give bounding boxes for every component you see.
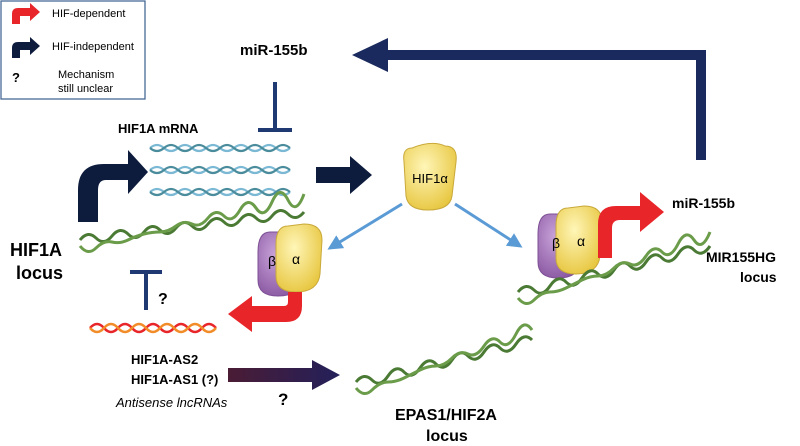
hif1a-mrna-label: HIF1A mRNA: [118, 121, 199, 136]
alpha-subunit-left: α: [292, 251, 300, 267]
hif1a-locus-dna: [78, 191, 306, 253]
feedback-arrow: [352, 38, 706, 160]
antisense-lncrnas-label: Antisense lncRNAs: [115, 395, 228, 410]
mir155hg-locus-dna: [516, 231, 712, 305]
hif1a-to-mir155hg-arrow: [454, 202, 523, 248]
hif-complex-left: β α: [257, 223, 323, 297]
mir155b-right-label: miR-155b: [672, 195, 735, 211]
antisense-inhibition-symbol: [130, 270, 162, 310]
hif1a-to-hif1a-locus-arrow: [327, 202, 403, 250]
hif1a-as1-label: HIF1A-AS1 (?): [131, 372, 218, 387]
hif1a-as2-label: HIF1A-AS2: [131, 352, 198, 367]
hif1a-locus-label-line1: HIF1A: [10, 240, 62, 260]
beta-subunit-right: β: [552, 235, 560, 251]
hif1a-locus-label-line2: locus: [16, 263, 63, 283]
antisense-lncrna-strand: [89, 322, 217, 334]
legend-question-mark: ?: [12, 70, 20, 85]
antisense-question-mark: ?: [158, 291, 168, 308]
legend-unclear-line1: Mechanism: [58, 69, 114, 81]
epas1-locus-label-line2: locus: [426, 428, 468, 445]
mir155b-top-label: miR-155b: [240, 42, 308, 59]
hif-independent-arrow-icon: [12, 37, 40, 58]
hif-complex-right: β α: [537, 205, 603, 279]
hif1a-protein-label: HIF1α: [412, 171, 448, 186]
legend: HIF-dependent HIF-independent ? Mechanis…: [0, 0, 146, 100]
epas1-question-mark: ?: [278, 390, 288, 409]
hif1a-mrna-strands: [149, 143, 291, 197]
beta-subunit-left: β: [268, 253, 276, 269]
alpha-subunit-right: α: [577, 233, 585, 249]
mir155hg-locus-label-line2: locus: [740, 269, 777, 285]
legend-unclear-line2: still unclear: [58, 83, 113, 95]
mir155hg-locus-label-line1: MIR155HG: [706, 249, 776, 265]
mirna-inhibition-symbol: [258, 82, 292, 132]
legend-hif-independent: HIF-independent: [52, 41, 134, 53]
mir155b-transcription-arrow: [598, 192, 664, 258]
translation-arrow: [316, 156, 372, 194]
legend-hif-dependent: HIF-dependent: [52, 8, 125, 20]
antisense-to-epas1-arrow: [228, 360, 340, 390]
hif-dependent-arrow-icon: [12, 3, 40, 24]
epas1-locus-dna: [354, 323, 534, 395]
antisense-transcription-arrow: [228, 292, 302, 332]
epas1-locus-label-line1: EPAS1/HIF2A: [395, 407, 497, 424]
hif1a-protein: HIF1α: [403, 142, 457, 211]
transcription-arrow: [78, 150, 148, 222]
